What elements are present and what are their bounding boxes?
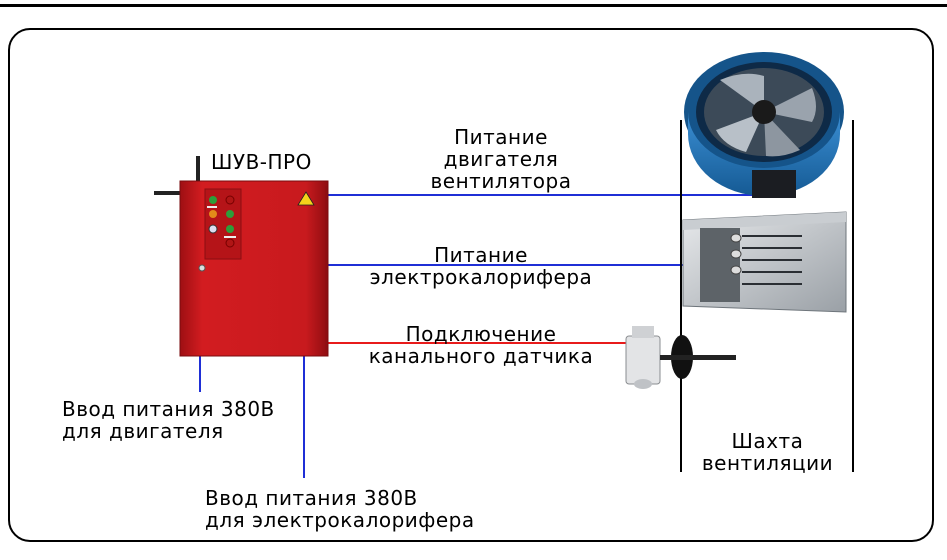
sensor-connection-label: Подключение канального датчика [368,322,594,368]
diagram-frame [8,28,934,542]
axial-fan [684,52,844,198]
shaft-label: Шахта вентиляции [701,429,834,475]
electric-heater [682,211,847,313]
fan-power-label: Питание двигателя вентилятора [430,125,572,193]
heater-input-label: Ввод питания 380В для электрокалорифера [205,486,475,532]
ventilation-shaft [680,120,854,472]
device-name: ШУВ-ПРО [211,150,312,174]
duct-sensor [625,326,736,389]
motor-input-label: Ввод питания 380В для двигателя [62,397,275,443]
control-cabinet [154,156,329,357]
top-rule [0,4,947,7]
heater-power-label: Питание электрокалорифера [369,243,593,289]
